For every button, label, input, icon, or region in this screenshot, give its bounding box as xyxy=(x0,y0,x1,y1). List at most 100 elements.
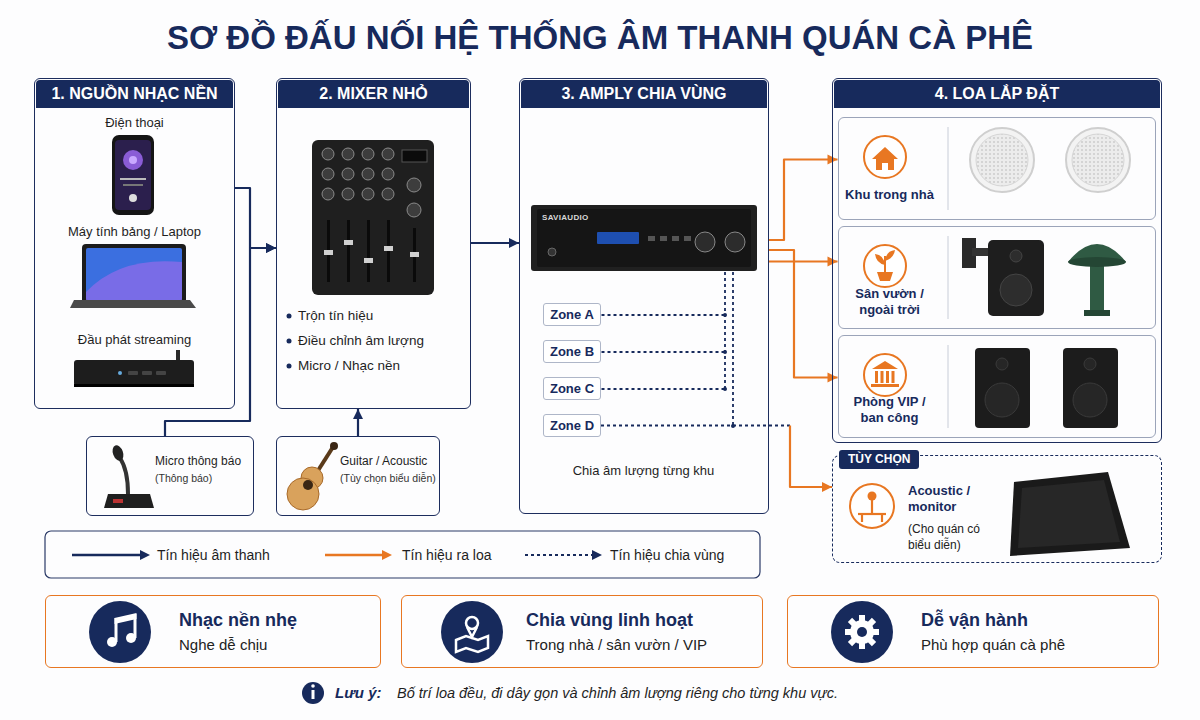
legend-frame-part xyxy=(382,550,392,560)
garden-speaker-illustration xyxy=(1068,244,1126,316)
box-speaker-illustration-part xyxy=(985,383,1019,417)
amplifier-illustration-part xyxy=(725,232,745,252)
amplifier-illustration-part xyxy=(548,248,556,256)
connector-line xyxy=(601,424,790,426)
tablet-illustration-part xyxy=(86,261,182,300)
arrowhead xyxy=(822,482,832,492)
ceiling-speaker-illustration-part xyxy=(1066,128,1130,192)
box-speaker-illustration-part xyxy=(975,348,1030,428)
mixer-illustration-part xyxy=(324,240,419,263)
arrowhead xyxy=(509,238,519,248)
feature-icons xyxy=(89,601,893,663)
connector xyxy=(353,409,363,436)
zone-bullet-dots-part xyxy=(287,314,292,319)
ceiling-speaker-illustration-part xyxy=(1072,134,1124,186)
zone-icons-part xyxy=(875,371,878,383)
bullet-text: Micro / Nhạc nền xyxy=(298,358,466,374)
zone-icons-part xyxy=(875,254,885,265)
info-icon-part xyxy=(312,690,315,699)
garden-speaker-illustration-part xyxy=(1090,262,1104,312)
arrowhead xyxy=(266,243,276,253)
mixer-illustration-part-part xyxy=(407,178,421,192)
phone-illustration-part xyxy=(123,150,143,170)
legend-text: Tín hiệu chia vùng xyxy=(610,546,724,564)
guitar-illustration-part xyxy=(330,442,338,450)
mixer-illustration-part-part xyxy=(324,250,333,255)
streaming-player-illustration-part xyxy=(118,371,122,375)
connector xyxy=(769,257,838,267)
bullet-text: Điều chỉnh âm lượng xyxy=(298,333,466,349)
microphone-illustration-part xyxy=(120,458,128,494)
speaker-zone-card: Khu trong nhà xyxy=(838,117,1156,220)
panel-header: 4. LOA LẮP ĐẶT xyxy=(834,80,1160,108)
amplifier-illustration-part xyxy=(695,232,715,252)
garden-speaker-illustration-part xyxy=(1084,310,1110,316)
feature-text: Nghe dễ chịu xyxy=(179,636,374,654)
monitor-speaker-illustration-part xyxy=(1010,472,1130,556)
feature-icons-part xyxy=(115,613,137,624)
arrowhead xyxy=(353,409,363,419)
garden-speaker-illustration-part xyxy=(1068,257,1126,267)
arrowhead xyxy=(266,243,276,253)
wall-speaker-illustration-part xyxy=(1010,250,1022,262)
zone-label: Zone B xyxy=(544,341,600,362)
legend-frame-part xyxy=(72,554,141,557)
mixer-illustration-part-part xyxy=(382,168,394,180)
ceiling-speaker-illustration xyxy=(970,128,1130,192)
zone-icons-part xyxy=(864,245,906,287)
connector-line xyxy=(769,160,838,241)
amplifier-illustration-part xyxy=(531,205,757,271)
feature-card: Nhạc nền nhẹNghe dễ chịu xyxy=(45,595,381,668)
legend-frame-part xyxy=(325,554,383,557)
zone-icons-part xyxy=(872,361,898,369)
mixer-illustration-part-part xyxy=(322,168,334,180)
zone-wiring xyxy=(602,272,734,426)
tablet-illustration-part xyxy=(70,300,196,308)
info-icon-part xyxy=(302,682,324,704)
box-speaker-illustration-part xyxy=(996,358,1008,370)
device-label: Máy tính bảng / Laptop xyxy=(34,224,235,240)
info-icon-part xyxy=(311,684,315,688)
guitar-illustration-part xyxy=(287,478,319,510)
mixer-illustration-part xyxy=(312,140,434,295)
streaming-player-illustration-part xyxy=(156,371,166,375)
device-label: Điện thoại xyxy=(34,115,235,131)
ceiling-speaker-illustration-part xyxy=(970,128,1034,192)
box-speaker-illustration-part xyxy=(1084,358,1096,370)
amplifier-illustration-part xyxy=(597,232,639,244)
zone-icons-part xyxy=(885,250,895,261)
phone-illustration-part xyxy=(115,140,151,210)
wall-speaker-illustration-part xyxy=(1000,274,1032,306)
zone-icons-part-part xyxy=(871,500,873,514)
connector xyxy=(601,426,832,493)
ceiling-speaker-illustration-part xyxy=(976,134,1028,186)
mixer-illustration-part-part xyxy=(347,220,350,282)
mixer-illustration-part-part xyxy=(382,188,394,200)
amplifier-illustration-part xyxy=(660,236,667,241)
amplifier-illustration xyxy=(531,205,757,271)
mixer-illustration-part-part xyxy=(362,168,374,180)
card-separators-part xyxy=(948,236,949,319)
connector-line xyxy=(769,260,838,262)
zone-box: Zone D xyxy=(543,414,601,437)
connector xyxy=(769,155,838,241)
feature-card: Chia vùng linh hoạtTrong nhà / sân vườn … xyxy=(401,595,763,668)
mixer-illustration-part-part xyxy=(410,252,419,257)
zone-name: Khu trong nhà xyxy=(842,187,938,203)
mixer-illustration-part-part xyxy=(364,258,373,263)
mixer-illustration-part-part xyxy=(367,220,370,282)
zone-box: Zone C xyxy=(543,377,601,400)
feature-icons-part-part xyxy=(850,620,874,644)
feature-title: Dễ vận hành xyxy=(921,609,1151,631)
monitor-speaker-illustration-part xyxy=(1018,480,1120,548)
wall-speaker-illustration xyxy=(962,238,1044,316)
feature-icons-part xyxy=(441,601,503,663)
guitar-illustration xyxy=(287,442,338,510)
device-note: (Thông báo) xyxy=(155,471,251,485)
note-heading: Lưu ý: xyxy=(335,684,382,702)
mixer-illustration-part-part xyxy=(407,203,421,217)
note-text: Bố trí loa đều, đi dây gọn và chỉnh âm l… xyxy=(397,684,838,702)
streaming-player-illustration-part xyxy=(74,360,194,386)
feature-icons-part xyxy=(89,601,151,663)
panel-note: Chia âm lượng từng khu xyxy=(520,463,767,479)
